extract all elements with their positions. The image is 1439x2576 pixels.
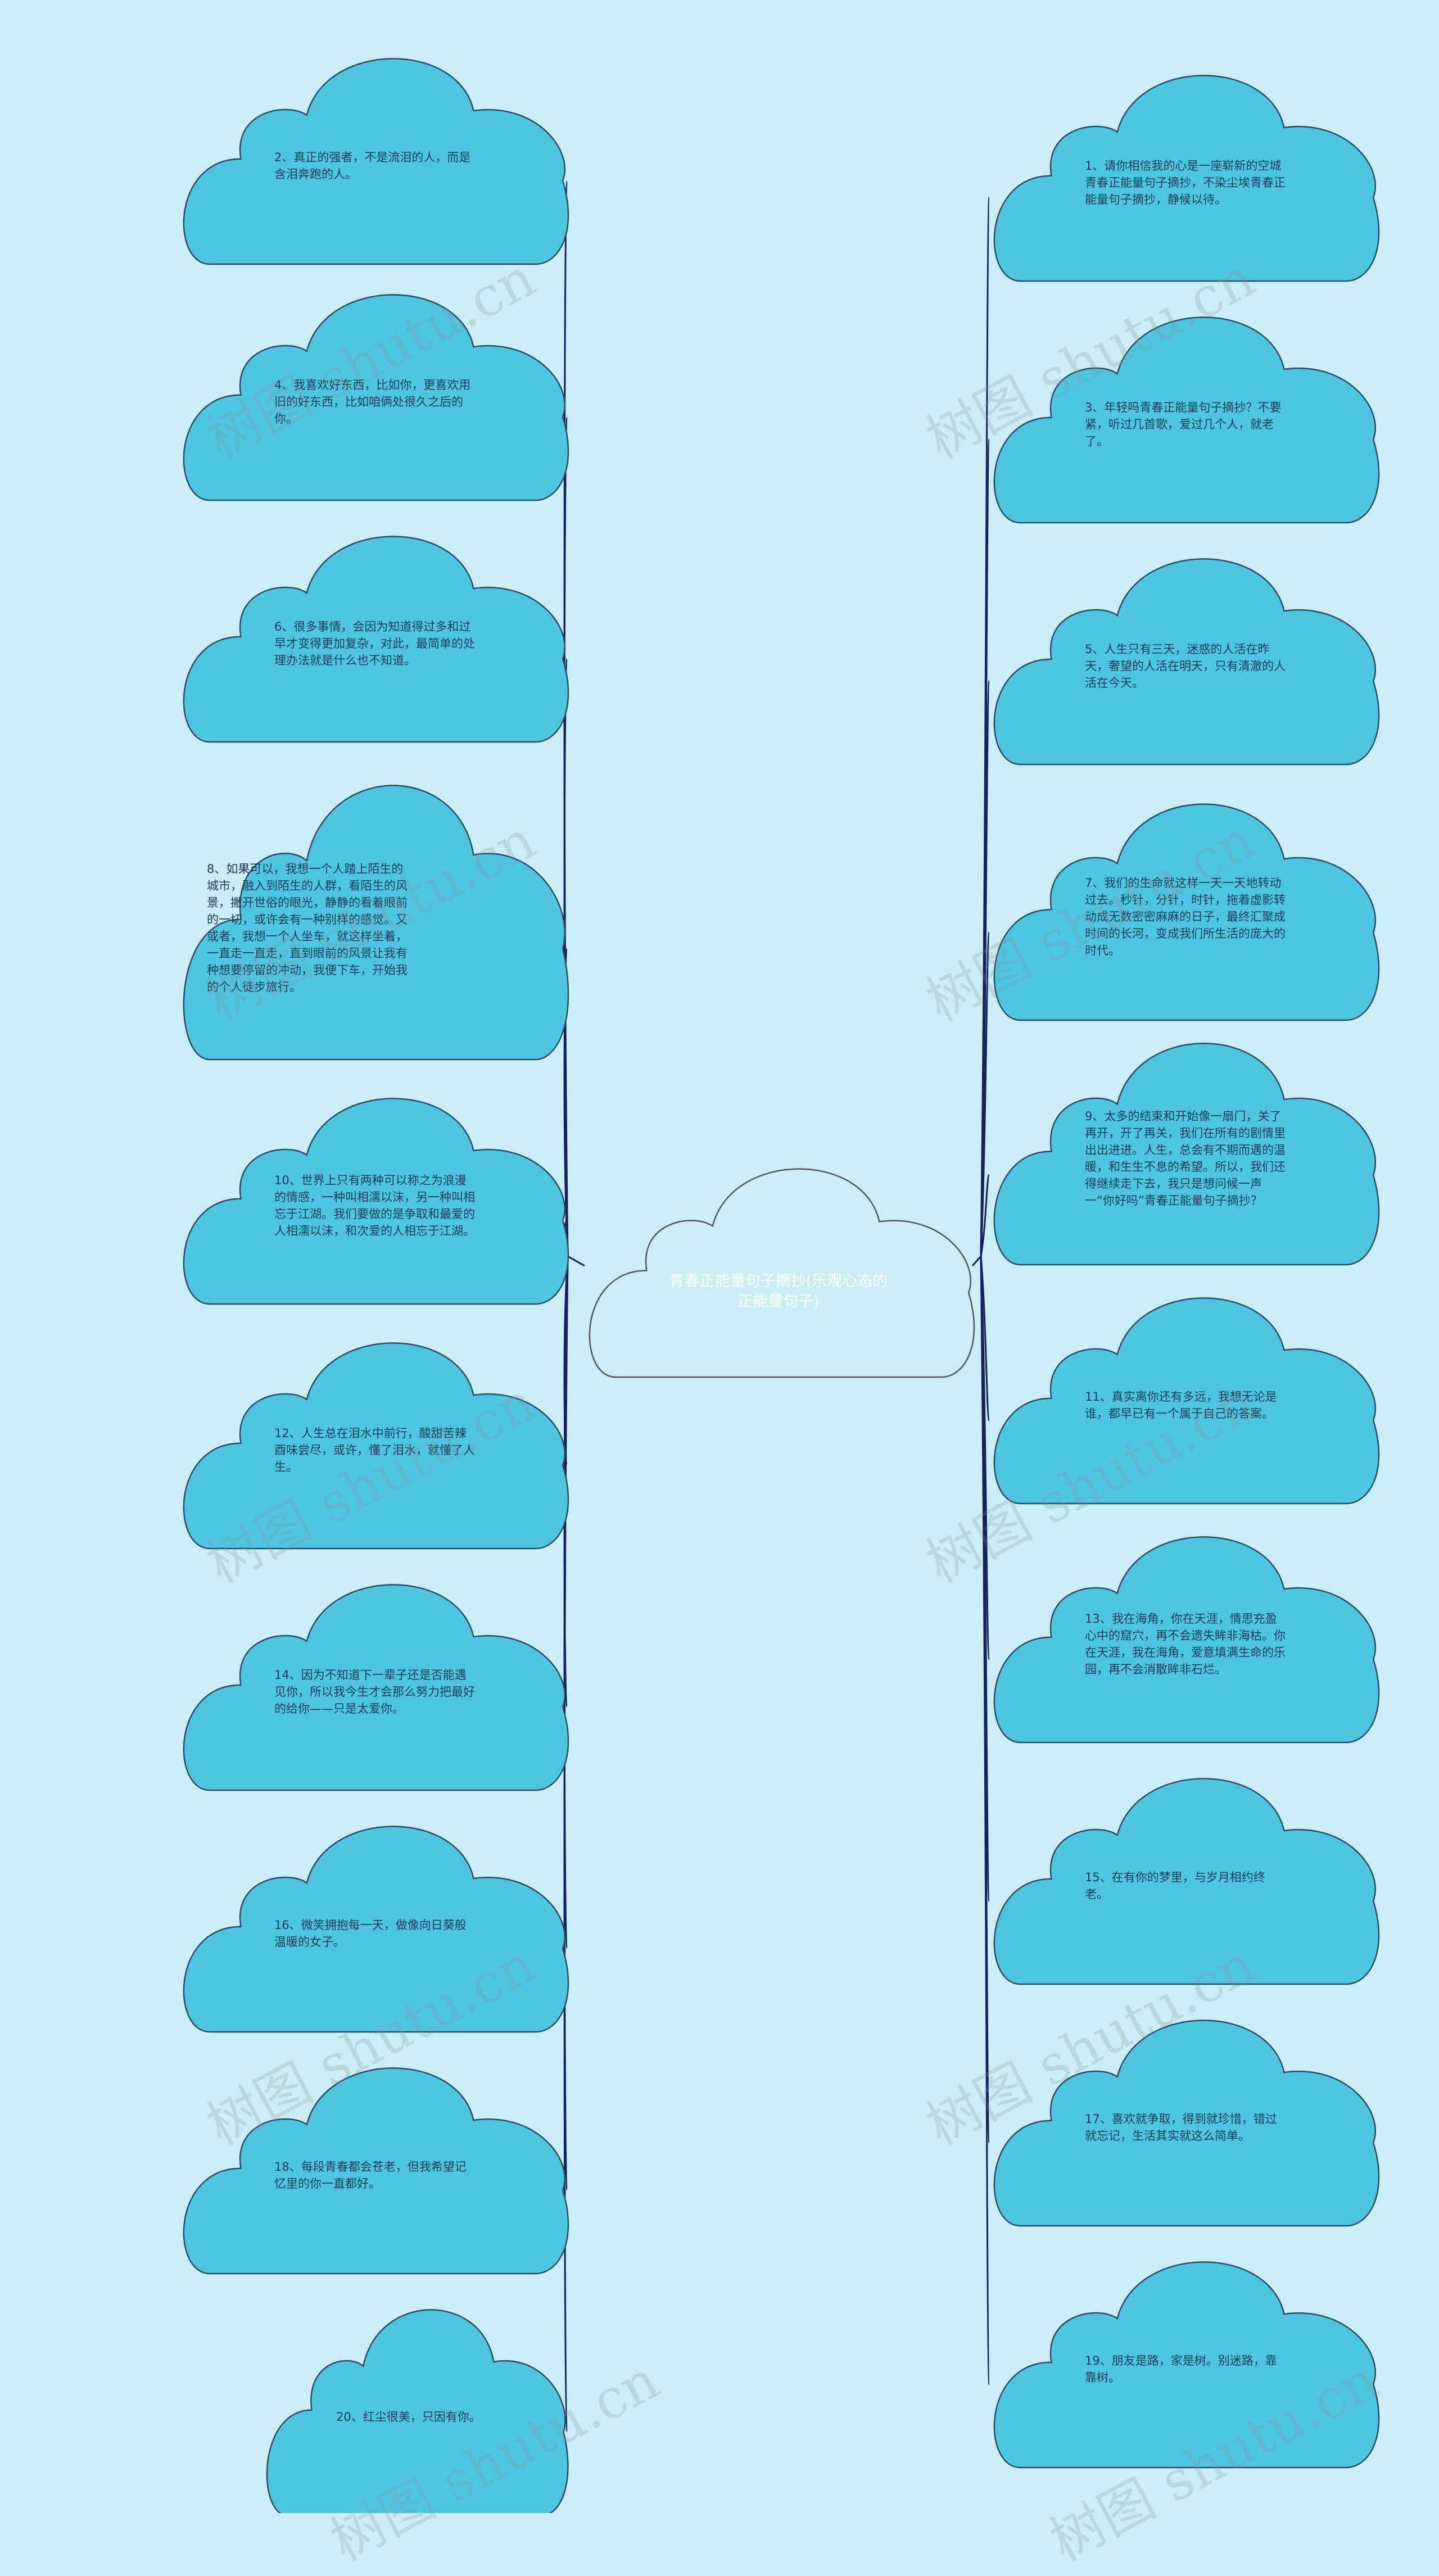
left-node-cloud <box>183 1826 569 2033</box>
right-node-text: 13、我在海角，你在天涯，情思充盈心中的窟穴，再不会遗失眸非海枯。你在天涯，我在… <box>1085 1611 1286 1676</box>
right-node-cloud <box>993 2261 1380 2469</box>
right-node-text: 5、人生只有三天，迷惑的人活在昨天，奢望的人活在明天，只有清澈的人活在今天。 <box>1085 642 1286 690</box>
right-node-text: 19、朋友是路，家是树。别迷路，靠靠树。 <box>1085 2353 1277 2384</box>
right-connector <box>980 680 990 1257</box>
left-node-cloud <box>183 536 569 743</box>
right-node-cloud <box>993 75 1380 282</box>
center-topic: 青春正能量句子摘抄(乐观心态的正能量句子) <box>669 1273 888 1310</box>
center-right-stub <box>971 1256 982 1266</box>
node-clouds <box>183 58 1380 2513</box>
left-node-cloud <box>266 2309 569 2513</box>
left-node-text: 12、人生总在泪水中前行，酸甜苦辣酉味尝尽，或许，懂了泪水，就懂了人生。 <box>274 1426 475 1474</box>
right-connector <box>980 1256 990 2385</box>
right-connector <box>980 1256 990 1421</box>
right-node-text: 17、喜欢就争取，得到就珍惜，错过就忘记，生活其实就这么简单。 <box>1085 2112 1277 2143</box>
center-left-stub <box>567 1255 585 1267</box>
left-node-text: 8、如果可以，我想一个人踏上陌生的城市，融入到陌生的人群，看陌生的风景，撇开世俗… <box>207 862 408 994</box>
left-node-cloud <box>183 785 569 1061</box>
right-node-cloud <box>993 558 1380 766</box>
left-node-text: 14、因为不知道下一辈子还是否能遇见你，所以我今生才会那么努力把最好的给你——只… <box>274 1668 475 1715</box>
connector-lines <box>563 180 990 2433</box>
left-node-text: 10、世界上只有两种可以称之为浪漫的情感，一种叫相濡以沫，另一种叫相忘于江湖。我… <box>274 1173 475 1238</box>
right-node-cloud <box>993 1778 1380 1985</box>
right-node-text: 11、真实离你还有多远，我想无论是谁，都早已有一个属于自己的答案。 <box>1085 1389 1277 1420</box>
left-node-cloud <box>183 1342 569 1550</box>
right-node-cloud <box>993 1536 1380 1744</box>
left-node-text: 20、红尘很美，只因有你。 <box>336 2410 481 2424</box>
right-connector <box>980 1174 990 1257</box>
left-node-text: 16、微笑拥抱每一天，做像向日葵般温暖的女子。 <box>274 1918 467 1949</box>
left-node-cloud <box>183 1098 569 1305</box>
left-node-cloud <box>183 294 569 501</box>
left-node-cloud <box>183 58 569 265</box>
left-node-cloud <box>183 1584 569 1791</box>
left-node-text: 2、真正的强者，不是流泪的人，而是含泪奔跑的人。 <box>274 150 471 181</box>
right-node-text: 1、请你相信我的心是一座崭新的空城青春正能量句子摘抄，不染尘埃青春正能量句子摘抄… <box>1085 159 1286 206</box>
left-node-text: 4、我喜欢好东西，比如你，更喜欢用旧的好东西，比如咱俩处很久之后的你。 <box>274 378 471 425</box>
left-connector <box>563 947 569 1257</box>
right-node-cloud <box>993 1297 1380 1505</box>
right-node-cloud <box>993 2020 1380 2227</box>
left-node-text: 6、很多事情，会因为知道得过多和过早才变得更加复杂，对此，最简单的处理办法就是什… <box>274 619 475 667</box>
mindmap-canvas <box>183 58 1380 2513</box>
right-node-cloud <box>993 316 1380 524</box>
right-node-text: 3、年轻吗青春正能量句子摘抄？不要紧，听过几首歌，爱过几个人，就老了。 <box>1085 400 1282 448</box>
left-node-cloud <box>183 2067 569 2275</box>
right-node-cloud <box>993 803 1380 1021</box>
right-node-text: 15、在有你的梦里，与岁月相约终老。 <box>1085 1870 1265 1901</box>
right-node-text: 7、我们的生命就这样一天一天地转动过去。秒针，分针，时针，拖着虚影转动成无数密密… <box>1085 876 1286 957</box>
left-node-text: 18、每段青春都会苍老，但我希望记忆里的你一直都好。 <box>274 2160 467 2190</box>
center-node <box>589 1168 975 1378</box>
right-node-cloud <box>993 1043 1380 1266</box>
right-node-text: 9、太多的结束和开始像一扇门，关了再开，开了再关，我们在所有的剧情里出出进进。人… <box>1085 1110 1286 1207</box>
right-connector <box>980 931 990 1257</box>
